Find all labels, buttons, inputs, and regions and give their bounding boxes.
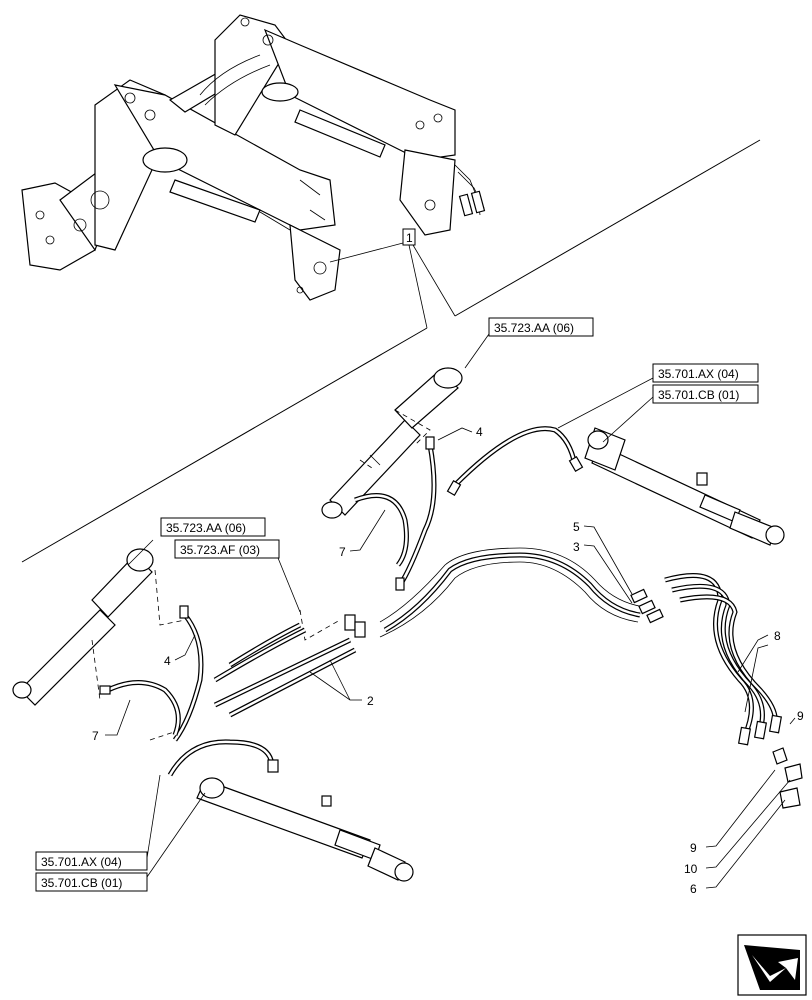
callout-5: 5	[573, 520, 580, 534]
lower-dashed-guide-3	[299, 609, 341, 641]
ref-af-lower-label: 35.723.AF (03)	[180, 543, 260, 557]
upper-lift-cylinder	[321, 367, 463, 519]
ref-aa-lower-label: 35.723.AA (06)	[166, 521, 246, 535]
lower-tilt-cylinder	[196, 777, 414, 882]
divider-line-upper	[454, 139, 761, 317]
callout-8: 8	[774, 629, 781, 643]
callout-2: 2	[367, 694, 374, 708]
callout-9-upper: 9	[797, 709, 804, 723]
ref-box-ax-lower[interactable]: 35.701.AX (04)	[35, 851, 148, 871]
ref-box-aa-upper[interactable]: 35.723.AA (06)	[488, 317, 594, 337]
lower-dashed-guide-1	[154, 569, 186, 626]
ref-box-af-lower[interactable]: 35.723.AF (03)	[174, 539, 280, 559]
lower-hoses	[99, 605, 366, 777]
callout-7-lower: 7	[92, 729, 99, 743]
ref-ax-upper-label: 35.701.AX (04)	[658, 367, 739, 381]
callout-6: 6	[690, 882, 697, 896]
callout-9-lower: 9	[690, 841, 697, 855]
ref-box-ax-upper[interactable]: 35.701.AX (04)	[652, 363, 759, 383]
leader-lines	[105, 333, 796, 889]
callout-1-label: 1	[406, 231, 413, 245]
upper-dashed-guide-2	[359, 459, 376, 471]
ref-ax-lower-label: 35.701.AX (04)	[41, 855, 122, 869]
callout-10: 10	[684, 862, 698, 876]
coupler-hoses	[664, 573, 803, 809]
callout-7-upper: 7	[339, 545, 346, 559]
lower-dashed-guide-2	[91, 639, 101, 701]
divider-line-lower	[21, 327, 428, 563]
ref-cb-lower-label: 35.701.CB (01)	[41, 876, 122, 890]
callout-1: 1	[329, 228, 456, 329]
main-tube-bundle	[379, 547, 664, 638]
ref-box-cb-upper[interactable]: 35.701.CB (01)	[652, 384, 759, 404]
ref-box-cb-lower[interactable]: 35.701.CB (01)	[35, 872, 148, 892]
loader-frame-illustration	[21, 14, 486, 301]
upper-hoses	[354, 426, 584, 591]
ref-aa-upper-label: 35.723.AA (06)	[494, 321, 574, 335]
callout-4-lower: 4	[164, 654, 171, 668]
callout-4-upper: 4	[476, 425, 483, 439]
lower-lift-cylinder	[12, 548, 154, 706]
callout-3: 3	[573, 540, 580, 554]
upper-dashed-guide-1	[394, 409, 431, 446]
ref-cb-upper-label: 35.701.CB (01)	[658, 388, 739, 402]
next-page-arrow-icon[interactable]	[737, 934, 807, 996]
upper-tilt-cylinder	[584, 427, 785, 546]
ref-box-aa-lower[interactable]: 35.723.AA (06)	[160, 517, 266, 537]
